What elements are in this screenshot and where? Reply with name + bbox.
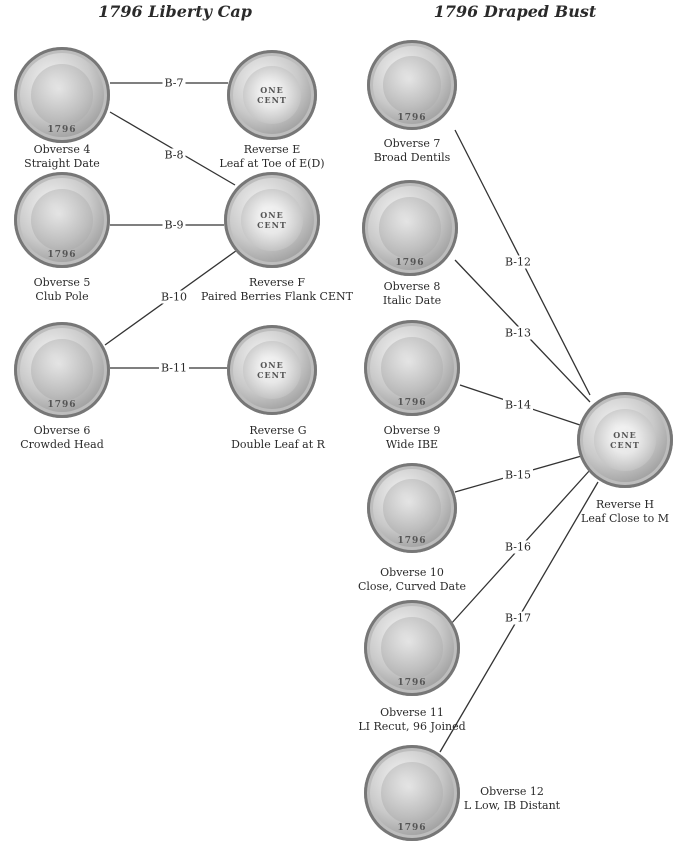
coin-date: 1796 xyxy=(397,535,427,546)
obverse-desc: Wide IBE xyxy=(385,438,439,451)
coin-date: 1796 xyxy=(397,112,427,123)
coin-obverse-7: 1796 xyxy=(367,40,457,130)
reverse-desc: Paired Berries Flank CENT xyxy=(201,290,353,303)
coin-obverse-6: 1796 xyxy=(14,322,110,418)
obverse-name: Obverse 5 xyxy=(33,276,91,289)
reverse-name: Reverse G xyxy=(249,424,307,437)
coin-obverse-5: 1796 xyxy=(14,172,110,268)
coin-date: 1796 xyxy=(47,400,77,411)
coin-reverse-h: ONE CENT xyxy=(577,392,673,488)
obverse-desc: L Low, IB Distant xyxy=(463,799,561,812)
coin-obverse-9: 1796 xyxy=(364,320,460,416)
coin-obverse-8: 1796 xyxy=(362,180,458,276)
coin-obverse-4: 1796 xyxy=(14,47,110,143)
obverse-desc: Crowded Head xyxy=(20,438,104,451)
obverse-desc: Broad Dentils xyxy=(373,151,451,164)
coin-denomination: ONE CENT xyxy=(257,85,287,105)
coin-obverse-10: 1796 xyxy=(367,463,457,553)
reverse-name: Reverse F xyxy=(248,276,306,289)
obverse-name: Obverse 7 xyxy=(383,137,441,150)
coin-date: 1796 xyxy=(397,398,427,409)
reverse-name: Reverse E xyxy=(243,143,301,156)
variety-b16: B-16 xyxy=(502,540,534,554)
obverse-name: Obverse 10 xyxy=(380,566,444,579)
coin-date: 1796 xyxy=(47,125,77,136)
coin-date: 1796 xyxy=(397,823,427,834)
obverse-desc: Italic Date xyxy=(382,294,442,307)
variety-b9: B-9 xyxy=(162,218,186,232)
obverse-desc: LI Recut, 96 Joined xyxy=(358,720,466,733)
variety-b14: B-14 xyxy=(502,398,534,412)
obverse-name: Obverse 11 xyxy=(380,706,444,719)
variety-b8: B-8 xyxy=(162,148,186,162)
reverse-desc: Leaf Close to M xyxy=(581,512,669,525)
coin-date: 1796 xyxy=(395,258,425,269)
variety-b11: B-11 xyxy=(158,361,190,375)
coin-reverse-f: ONE CENT xyxy=(224,172,320,268)
variety-b7: B-7 xyxy=(162,76,186,90)
coin-obverse-11: 1796 xyxy=(364,600,460,696)
liberty-cap-title: 1796 Liberty Cap xyxy=(98,2,252,21)
coin-date: 1796 xyxy=(397,678,427,689)
coin-obverse-12: 1796 xyxy=(364,745,460,841)
obverse-name: Obverse 6 xyxy=(33,424,91,437)
obverse-desc: Straight Date xyxy=(24,157,100,170)
coin-denomination: ONE CENT xyxy=(257,360,287,380)
coin-date: 1796 xyxy=(47,250,77,261)
obverse-desc: Close, Curved Date xyxy=(357,580,467,593)
draped-bust-title: 1796 Draped Bust xyxy=(433,2,597,21)
obverse-desc: Club Pole xyxy=(35,290,89,303)
variety-b13: B-13 xyxy=(502,326,534,340)
obverse-name: Obverse 4 xyxy=(33,143,91,156)
reverse-desc: Double Leaf at R xyxy=(231,438,325,451)
obverse-name: Obverse 8 xyxy=(383,280,441,293)
variety-b10: B-10 xyxy=(158,290,190,304)
variety-b12: B-12 xyxy=(502,255,534,269)
reverse-desc: Leaf at Toe of E(D) xyxy=(219,157,325,170)
obverse-name: Obverse 12 xyxy=(480,785,544,798)
coin-reverse-e: ONE CENT xyxy=(227,50,317,140)
obverse-name: Obverse 9 xyxy=(383,424,441,437)
coin-denomination: ONE CENT xyxy=(257,210,287,230)
reverse-name: Reverse H xyxy=(595,498,655,511)
coin-reverse-g: ONE CENT xyxy=(227,325,317,415)
coin-denomination: ONE CENT xyxy=(610,430,640,450)
variety-b17: B-17 xyxy=(502,611,534,625)
variety-b15: B-15 xyxy=(502,468,534,482)
